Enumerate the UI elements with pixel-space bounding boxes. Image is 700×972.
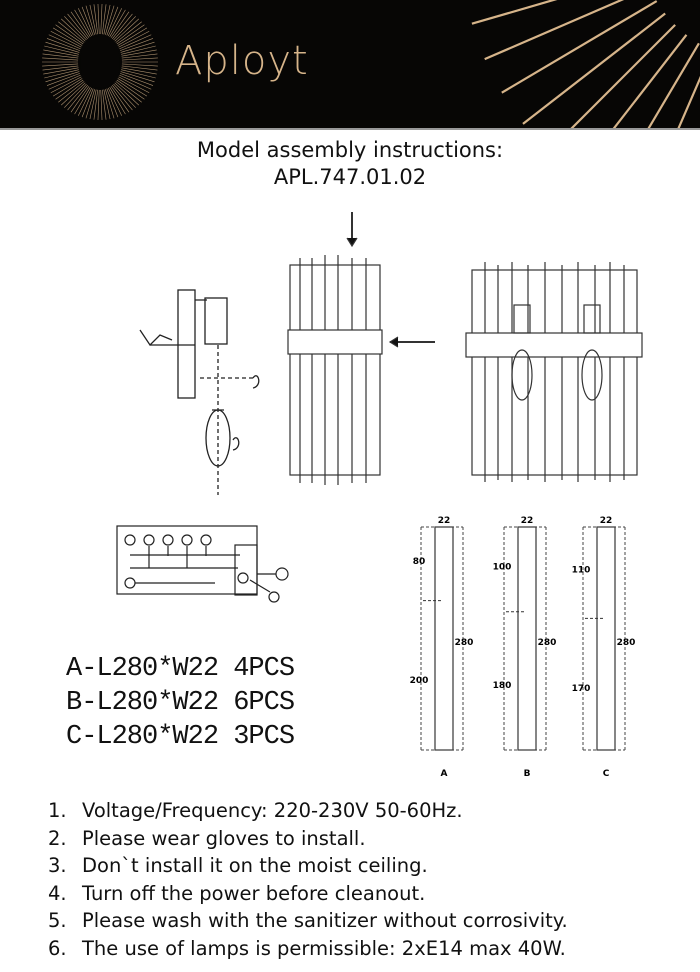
shade-side-diagram — [287, 212, 435, 485]
rod-dimension: 180 — [493, 681, 512, 691]
rod-dimension: 280 — [538, 638, 557, 648]
note-number: 1. — [48, 799, 67, 822]
note-item: 3. Don`t install it on the moist ceiling. — [48, 852, 568, 880]
wall-mount-diagram — [139, 289, 260, 495]
rod-dimension: 22 — [600, 516, 613, 526]
wiring-diagram — [116, 525, 289, 603]
part-c: C-L280*W22 3PCS — [66, 722, 295, 752]
note-number: 4. — [48, 881, 67, 905]
note-item: 6. The use of lamps is permissible: 2xE14… — [48, 935, 568, 963]
document-title: Model assembly instructions: — [196, 138, 504, 162]
parts-list: A-L280*W22 4PCS B-L280*W22 6PCS C-L280*W… — [66, 652, 295, 754]
model-number: APL.747.01.02 — [273, 165, 427, 189]
note-number: 3. — [48, 854, 67, 877]
note-item: 2. Please wear gloves to install. — [48, 825, 568, 853]
rod-dimension: 22 — [438, 516, 451, 526]
sunburst-logo-icon — [42, 0, 700, 128]
note-text: Please wash with the sanitizer without c… — [82, 909, 568, 932]
note-text: Voltage/Frequency: 220-230V 50-60Hz. — [82, 799, 463, 822]
brand-name: Aployt — [175, 38, 309, 84]
rod-dimension: 110 — [572, 566, 591, 576]
note-text: Don`t install it on the moist ceiling. — [82, 854, 428, 877]
part-b: B-L280*W22 6PCS — [66, 688, 295, 718]
note-number: 2. — [48, 826, 67, 850]
rod-dimension: 280 — [455, 638, 474, 648]
note-text: The use of lamps is permissible: 2xE14 m… — [82, 936, 566, 960]
note-text: Turn off the power before cleanout. — [82, 881, 426, 905]
shade-front-diagram — [465, 262, 643, 482]
note-item: 5. Please wash with the sanitizer without… — [48, 907, 568, 935]
note-item: 4. Turn off the power before cleanout. — [48, 880, 568, 908]
rod-dimension: 100 — [493, 562, 512, 572]
part-a: A-L280*W22 4PCS — [66, 654, 295, 684]
instructions-list: 1. Voltage/Frequency: 220-230V 50-60Hz. 2… — [48, 797, 568, 962]
note-number: 6. — [48, 936, 67, 960]
rod-dimension: 80 — [413, 557, 426, 567]
brand-header: Aployt — [0, 0, 700, 130]
rod-dimension: 170 — [572, 684, 591, 694]
rod-dimension: B — [524, 769, 531, 779]
rod-dimension: 200 — [410, 676, 429, 686]
rod-dimension: C — [603, 769, 610, 779]
note-item: 1. Voltage/Frequency: 220-230V 50-60Hz. — [48, 797, 568, 825]
note-text: Please wear gloves to install. — [82, 826, 366, 850]
rod-dimension: A — [441, 769, 448, 779]
rod-dimension: 280 — [617, 638, 636, 648]
note-number: 5. — [48, 909, 67, 932]
rod-dimension: 22 — [521, 516, 534, 526]
